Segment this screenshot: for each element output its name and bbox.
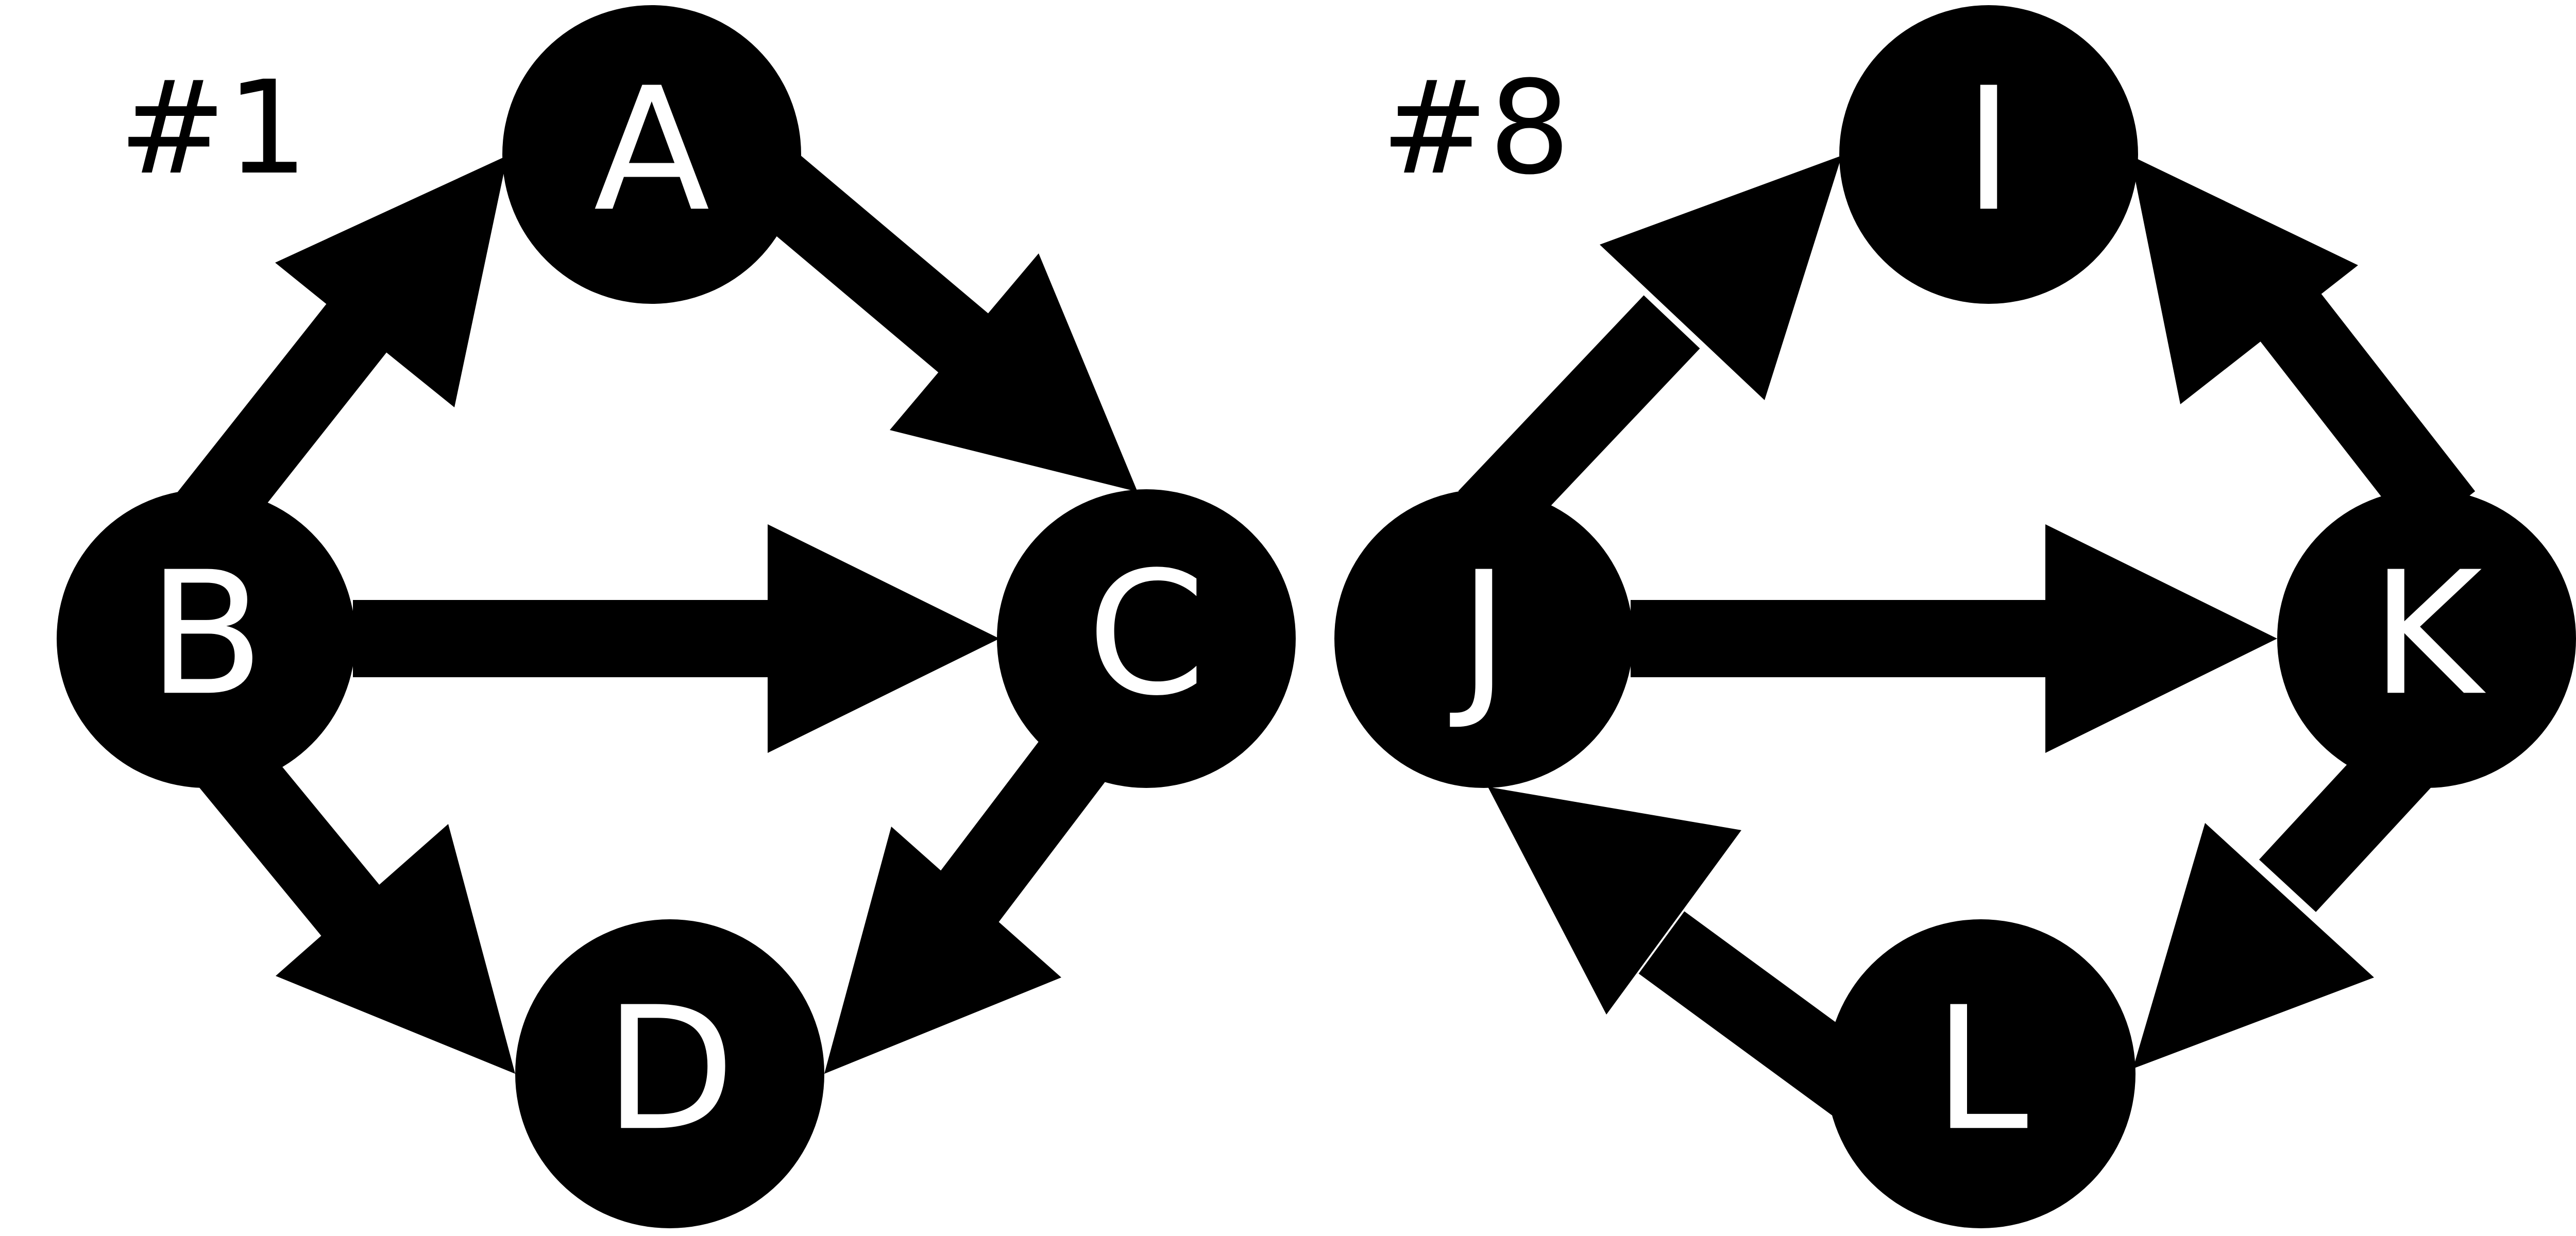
- node-a: A: [502, 5, 801, 304]
- edge-c-to-d: [824, 728, 1110, 1074]
- node-j: J: [1334, 489, 1633, 788]
- node-j-circle: [1334, 489, 1633, 788]
- graph-1: #1 A B: [57, 5, 1296, 1228]
- node-k-label: K: [2371, 535, 2488, 733]
- graph-1-title: #1: [118, 53, 309, 203]
- edge-a-to-c: [739, 145, 1138, 492]
- edge-l-to-j: [1488, 787, 1878, 1115]
- node-c: C: [997, 489, 1296, 788]
- graph-8: #8 I J: [1334, 5, 2576, 1228]
- graph-8-title: #8: [1381, 53, 1571, 203]
- node-a-label: A: [594, 51, 710, 249]
- edge-j-to-k: [1631, 524, 2277, 753]
- edge-b-to-c: [353, 524, 999, 753]
- edge-b-to-a: [173, 156, 507, 546]
- node-i-label: I: [1963, 51, 2013, 249]
- node-i-circle: [1839, 5, 2138, 304]
- node-b-label: B: [148, 535, 264, 733]
- node-d-label: D: [604, 970, 735, 1168]
- node-l-label: L: [1934, 970, 2029, 1168]
- node-i: I: [1839, 5, 2138, 304]
- node-b: B: [57, 489, 355, 788]
- node-d-circle: [515, 919, 824, 1228]
- node-l: L: [1826, 919, 2136, 1228]
- node-l-circle: [1826, 919, 2136, 1228]
- node-b-circle: [57, 489, 355, 788]
- node-a-circle: [502, 5, 801, 304]
- node-c-label: C: [1087, 535, 1206, 733]
- node-c-circle: [997, 489, 1296, 788]
- edge-k-to-i: [2130, 156, 2476, 539]
- edge-j-to-i: [1458, 156, 1842, 544]
- node-d: D: [515, 919, 824, 1228]
- node-k: K: [2277, 489, 2576, 788]
- node-j-label: J: [1448, 535, 1509, 733]
- node-k-circle: [2277, 489, 2576, 788]
